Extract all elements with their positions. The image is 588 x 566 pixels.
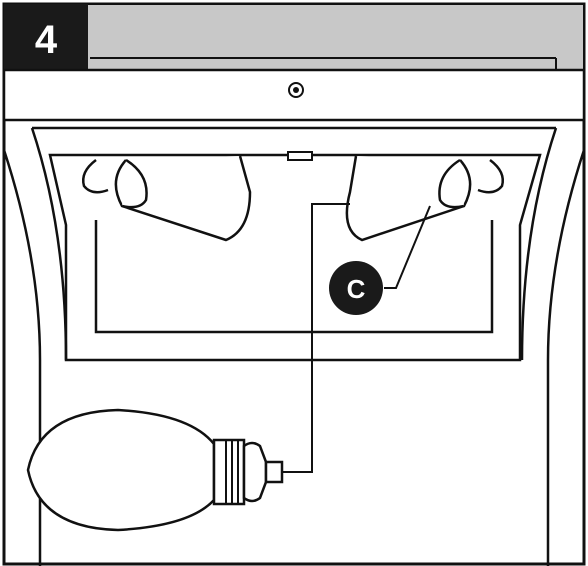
header-band <box>3 3 585 71</box>
fixture-arm-right <box>520 127 586 566</box>
step-number: 4 <box>35 18 58 62</box>
step-badge <box>4 4 88 70</box>
fixture-housing <box>48 153 542 362</box>
fixture-inner-tray <box>94 220 494 334</box>
lamp-shade-icon <box>82 155 252 242</box>
set-screw-icon <box>288 82 304 98</box>
bulb-leader-line <box>282 203 350 473</box>
callout-c-label: C <box>347 274 366 304</box>
light-bulb-icon <box>26 408 284 532</box>
center-mount-block <box>287 151 313 161</box>
lamp-shade-icon <box>345 155 504 242</box>
callout-c: C <box>329 205 431 315</box>
mounting-plate <box>2 68 586 122</box>
